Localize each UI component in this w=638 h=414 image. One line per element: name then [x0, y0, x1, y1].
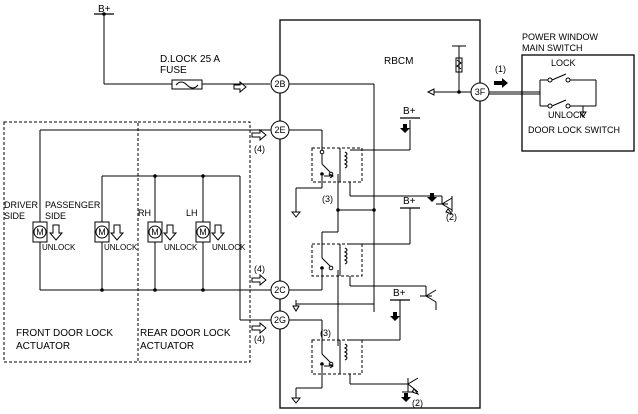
rear-actuator-label: REAR DOOR LOCK ACTUATOR	[140, 328, 233, 352]
unlock-rh-label: UNLOCK	[164, 243, 198, 252]
rbcm-box	[279, 19, 481, 409]
current-arrow-icon	[233, 80, 247, 94]
front-actuator-box	[3, 121, 139, 363]
down-arrow-icon	[401, 393, 411, 402]
note-2-lower-label: (2)	[412, 398, 423, 408]
motor-lh: M	[195, 221, 211, 243]
door-lock-switch-label: DOOR LOCK SWITCH	[528, 125, 620, 135]
relay-upper	[311, 147, 363, 183]
note-3-upper-label: (3)	[322, 194, 333, 204]
unlock-arrow-icon	[109, 224, 125, 241]
svg-text:M: M	[36, 227, 44, 237]
rear-actuator-box	[137, 121, 251, 363]
motor-passenger-side: M	[94, 221, 110, 243]
passenger-side-label: PASSENGER SIDE	[45, 200, 103, 221]
down-arrow-icon	[400, 124, 410, 133]
unlock-label: UNLOCK	[548, 110, 586, 120]
svg-text:2B: 2B	[274, 79, 285, 89]
front-actuator-label: FRONT DOOR LOCK ACTUATOR	[16, 328, 116, 352]
bplus-relay1-label: B+	[403, 106, 416, 117]
unlock-driver-label: UNLOCK	[42, 243, 76, 252]
down-arrow-icon	[427, 193, 437, 202]
connector-2c: 2C	[270, 280, 290, 300]
svg-text:2C: 2C	[274, 285, 286, 295]
signal-arrow-icon	[251, 321, 267, 335]
unlock-lh-label: UNLOCK	[212, 243, 246, 252]
rbcm-label: RBCM	[384, 56, 413, 67]
lock-label: LOCK	[551, 58, 576, 68]
motor-rh: M	[147, 221, 163, 243]
fuse-label: D.LOCK 25 A FUSE	[160, 54, 222, 76]
svg-text:M: M	[98, 227, 106, 237]
power-window-switch-title: POWER WINDOW MAIN SWITCH	[522, 32, 601, 53]
signal-arrow-icon	[494, 78, 508, 88]
unlock-arrow-icon	[210, 224, 226, 241]
relay-lower	[311, 339, 363, 375]
note-4-2e-label: (4)	[254, 144, 265, 154]
connector-3f: 3F	[470, 82, 490, 102]
lh-label: LH	[186, 208, 198, 218]
bplus-relay2-label: B+	[403, 196, 416, 207]
note-4-2c-label: (4)	[254, 264, 265, 274]
svg-text:2E: 2E	[274, 125, 285, 135]
svg-text:2G: 2G	[274, 315, 286, 325]
note-2-upper-label: (2)	[446, 212, 457, 222]
svg-text:M: M	[151, 227, 159, 237]
door-lock-switch-symbol	[488, 73, 597, 118]
power-window-switch-box	[521, 54, 635, 152]
bplus-relay3-label: B+	[393, 288, 406, 299]
rh-label: RH	[138, 208, 151, 218]
driver-side-label: DRIVER SIDE	[4, 200, 41, 221]
svg-text:3F: 3F	[475, 87, 486, 97]
svg-text:M: M	[199, 227, 207, 237]
connector-2e: 2E	[270, 120, 290, 140]
unlock-arrow-icon	[48, 224, 64, 241]
motor-driver-side: M	[32, 221, 48, 243]
down-arrow-icon	[390, 312, 400, 321]
signal-arrow-icon	[251, 128, 267, 142]
note-3-lower-label: (3)	[320, 328, 331, 338]
unlock-passenger-label: UNLOCK	[104, 243, 138, 252]
relay-middle	[311, 243, 363, 277]
note-4-2g-label: (4)	[254, 334, 265, 344]
note-1-label: (1)	[495, 64, 506, 74]
signal-arrow-icon	[251, 273, 267, 287]
connector-2g: 2G	[270, 310, 290, 330]
unlock-arrow-icon	[162, 224, 178, 241]
connector-2b: 2B	[270, 74, 290, 94]
bplus-top-label: B+	[98, 4, 111, 15]
